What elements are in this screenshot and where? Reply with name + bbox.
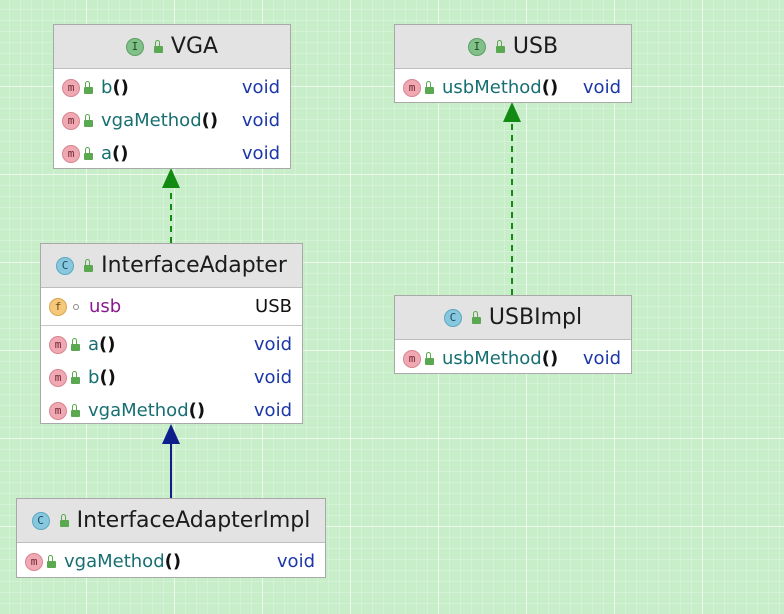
method-parens: () <box>201 110 219 131</box>
field-type: USB <box>255 296 292 317</box>
public-lock-icon <box>153 39 163 53</box>
field-row[interactable]: f usb USB <box>41 290 302 323</box>
interfaceadapterimpl-title: InterfaceAdapterImpl <box>76 508 311 533</box>
method-name: vgaMethod <box>88 400 189 421</box>
method-name: b <box>88 367 100 388</box>
interfaceadapterimpl-header: C InterfaceAdapterImpl <box>17 499 325 543</box>
method-parens: () <box>99 334 116 355</box>
realization-arrow-vga <box>162 168 180 188</box>
method-parens: () <box>99 367 116 388</box>
public-lock-icon <box>47 554 56 568</box>
field-name: usb <box>89 296 122 317</box>
method-parens: () <box>112 143 129 164</box>
method-row[interactable]: m vgaMethod() void <box>54 104 290 137</box>
realization-arrow-usb <box>503 102 521 122</box>
public-lock-icon <box>84 80 93 94</box>
public-lock-icon <box>71 337 80 351</box>
public-lock-icon <box>425 351 434 365</box>
vga-title: VGA <box>170 34 219 59</box>
public-lock-icon <box>84 113 93 127</box>
public-lock-icon <box>71 403 80 417</box>
method-icon: m <box>62 78 80 97</box>
interfaceadapter-class-box[interactable]: C InterfaceAdapter f usb USB m a() void … <box>40 243 303 424</box>
public-lock-icon <box>59 513 69 527</box>
method-icon: m <box>62 144 80 163</box>
public-lock-icon <box>471 310 481 324</box>
return-type: void <box>241 77 280 98</box>
return-type: void <box>253 400 292 421</box>
method-icon: m <box>49 335 67 354</box>
class-icon: C <box>443 308 462 327</box>
usbimpl-methods: m usbMethod() void <box>395 340 631 377</box>
usb-title: USB <box>512 34 559 59</box>
method-name: a <box>101 143 113 164</box>
method-name: usbMethod <box>442 77 542 98</box>
method-icon: m <box>49 401 67 420</box>
method-name: b <box>101 77 113 98</box>
return-type: void <box>253 334 292 355</box>
return-type: void <box>276 551 315 572</box>
usbimpl-class-box[interactable]: C USBImpl m usbMethod() void <box>394 295 632 374</box>
interfaceadapterimpl-methods: m vgaMethod() void <box>17 543 325 580</box>
interfaceadapterimpl-class-box[interactable]: C InterfaceAdapterImpl m vgaMethod() voi… <box>16 498 326 578</box>
field-icon: f <box>49 297 67 316</box>
usbimpl-title: USBImpl <box>488 305 583 330</box>
vga-methods: m b() void m vgaMethod() void m a() void <box>54 69 290 172</box>
method-row[interactable]: m a() void <box>54 137 290 170</box>
method-parens: () <box>164 551 182 572</box>
package-private-icon <box>73 303 79 310</box>
method-parens: () <box>188 400 206 421</box>
method-name: vgaMethod <box>101 110 202 131</box>
interfaceadapter-methods: m a() void m b() void m vgaMethod() void <box>41 326 302 429</box>
interface-icon: I <box>125 37 144 56</box>
method-icon: m <box>403 349 421 368</box>
public-lock-icon <box>425 80 434 94</box>
method-name: a <box>88 334 100 355</box>
public-lock-icon <box>84 146 93 160</box>
public-lock-icon <box>71 370 80 384</box>
method-icon: m <box>403 78 421 97</box>
vga-interface-box[interactable]: I VGA m b() void m vgaMethod() void m a(… <box>53 24 291 169</box>
inheritance-arrow-adapter <box>162 424 180 444</box>
method-row[interactable]: m b() void <box>54 71 290 104</box>
return-type: void <box>253 367 292 388</box>
public-lock-icon <box>84 258 94 272</box>
method-row[interactable]: m vgaMethod() void <box>17 545 325 578</box>
method-row[interactable]: m usbMethod() void <box>395 71 631 104</box>
method-parens: () <box>112 77 129 98</box>
method-icon: m <box>25 552 43 571</box>
return-type: void <box>582 77 621 98</box>
method-row[interactable]: m b() void <box>41 361 302 394</box>
usb-methods: m usbMethod() void <box>395 69 631 106</box>
method-name: usbMethod <box>442 348 542 369</box>
return-type: void <box>241 143 280 164</box>
interfaceadapter-header: C InterfaceAdapter <box>41 244 302 288</box>
method-row[interactable]: m vgaMethod() void <box>41 394 302 427</box>
method-row[interactable]: m usbMethod() void <box>395 342 631 375</box>
return-type: void <box>241 110 280 131</box>
class-icon: C <box>56 256 75 275</box>
class-icon: C <box>31 511 50 530</box>
method-parens: () <box>541 77 559 98</box>
method-icon: m <box>62 111 80 130</box>
vga-header: I VGA <box>54 25 290 69</box>
public-lock-icon <box>495 39 505 53</box>
usbimpl-header: C USBImpl <box>395 296 631 340</box>
method-icon: m <box>49 368 67 387</box>
interface-icon: I <box>467 37 486 56</box>
method-name: vgaMethod <box>64 551 165 572</box>
method-row[interactable]: m a() void <box>41 328 302 361</box>
usb-interface-box[interactable]: I USB m usbMethod() void <box>394 24 632 103</box>
usb-header: I USB <box>395 25 631 69</box>
interfaceadapter-fields: f usb USB <box>41 288 302 326</box>
interfaceadapter-title: InterfaceAdapter <box>101 253 287 278</box>
return-type: void <box>582 348 621 369</box>
method-parens: () <box>541 348 559 369</box>
